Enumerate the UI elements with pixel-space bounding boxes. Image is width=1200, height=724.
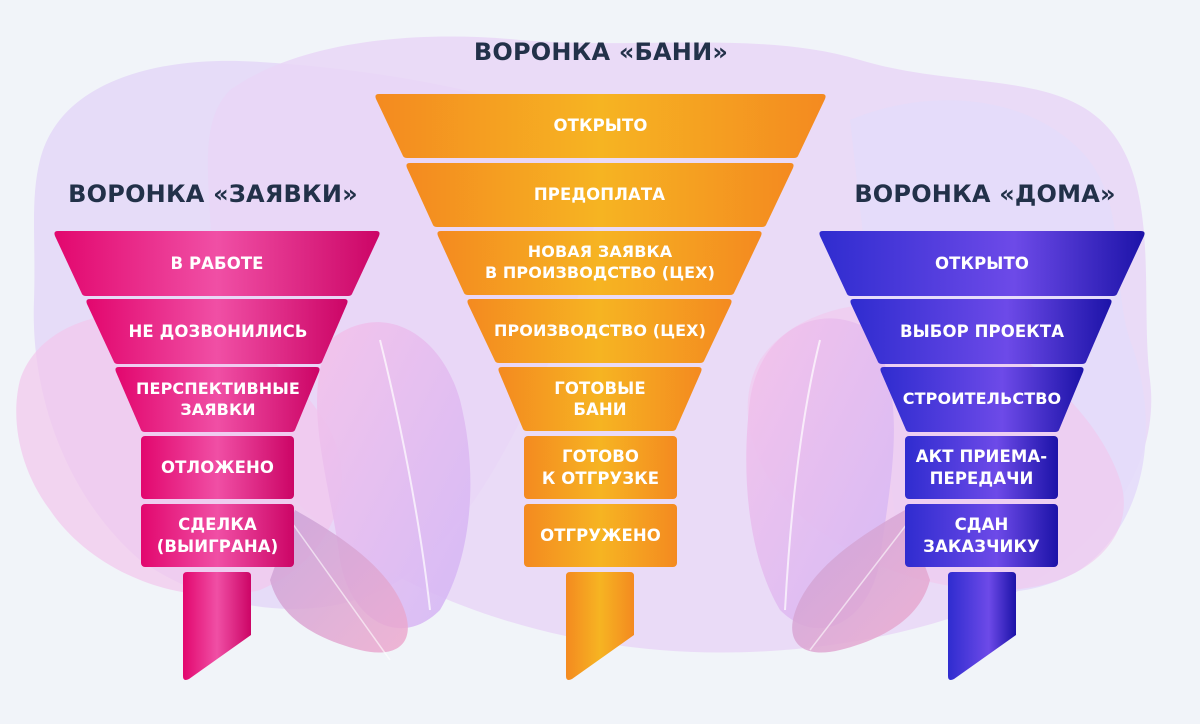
stage-shape <box>437 231 762 295</box>
funnel-spout <box>183 572 251 680</box>
stage-label: ПРОИЗВОДСТВО (ЦЕХ) <box>493 320 707 340</box>
stage-shape <box>141 436 294 499</box>
stage-shape <box>905 504 1058 567</box>
stage-label: НОВАЯ ЗАЯВКА В ПРОИЗВОДСТВО (ЦЕХ) <box>484 242 716 282</box>
stage-shape <box>524 436 677 499</box>
stage-shape <box>375 94 826 158</box>
funnel-doma <box>819 231 1145 680</box>
stage-shape <box>115 367 320 432</box>
stage-label: ОТКРЫТО <box>553 116 648 136</box>
stage-label: ВЫБОР ПРОЕКТА <box>899 321 1065 341</box>
stage-label: СДАН ЗАКАЗЧИКУ <box>923 515 1040 556</box>
funnel-title-bani: ВОРОНКА «БАНИ» <box>473 38 729 66</box>
stage-label: СТРОИТЕЛЬСТВО <box>902 389 1062 409</box>
stage-shape <box>141 504 294 567</box>
funnel-spout <box>566 572 634 680</box>
stage-label: ГОТОВО К ОТГРУЗКЕ <box>541 447 660 488</box>
stage-label: ОТКРЫТО <box>935 253 1029 273</box>
stage-label: ОТЛОЖЕНО <box>160 457 275 477</box>
funnel-spout <box>948 572 1016 680</box>
stage-label: ПРЕДОПЛАТА <box>533 185 666 205</box>
stage-shape <box>819 231 1145 296</box>
stage-shape <box>54 231 380 296</box>
stage-label: ГОТОВЫЕ БАНИ <box>554 378 646 419</box>
funnel-bani <box>375 94 826 680</box>
stage-label: В РАБОТЕ <box>170 253 264 273</box>
decorative-leaves <box>270 318 930 661</box>
funnel-title-zayavki: ВОРОНКА «ЗАЯВКИ» <box>68 180 358 208</box>
stage-label: НЕ ДОЗВОНИЛИСЬ <box>128 321 308 341</box>
stage-label: ПЕРСПЕКТИВНЫЕ ЗАЯВКИ <box>136 378 300 419</box>
stage-shape <box>905 436 1058 499</box>
stage-shape <box>524 504 677 567</box>
stage-shape <box>850 299 1112 364</box>
funnel-title-doma: ВОРОНКА «ДОМА» <box>854 180 1116 208</box>
stage-label: ОТГРУЖЕНО <box>540 525 661 545</box>
funnel-zayavki <box>54 231 380 680</box>
stage-label: СДЕЛКА (ВЫИГРАНА) <box>156 515 279 556</box>
stage-shape <box>86 299 348 364</box>
stage-shape <box>406 163 794 227</box>
stage-shape <box>498 367 702 431</box>
stage-shape <box>467 299 732 363</box>
stage-shape <box>880 367 1084 432</box>
stage-label: АКТ ПРИЕМА- ПЕРЕДАЧИ <box>915 447 1048 488</box>
